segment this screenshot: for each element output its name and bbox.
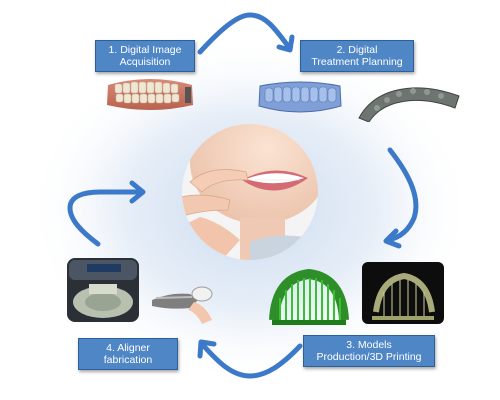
step-2-box: 2. Digital Treatment Planning [300,40,414,72]
step-4-line1: 4. Aligner [106,341,150,354]
step-4-box: 4. Aligner fabrication [78,338,178,370]
center-smile-image [182,124,318,260]
green-printed-arch-image [269,268,349,325]
step-3-line2: Production/3D Printing [316,351,422,363]
step-3-box: 3. Models Production/3D Printing [303,335,435,367]
step-2-line2: Treatment Planning [311,56,403,68]
blue-digital-model-image [258,81,342,113]
thermoforming-machine-image [67,258,139,322]
arrow-3-to-4 [197,339,303,379]
step-4-line2: fabrication [103,354,153,366]
printed-model-dark-image [362,262,444,324]
step-2-line1: 2. Digital [336,43,378,56]
step-1-line1: 1. Digital Image [108,43,182,56]
arrow-2-to-3 [383,147,419,249]
arrow-1-to-2 [197,12,295,55]
step-1-line2: Acquisition [119,56,171,68]
arrow-4-to-1 [67,180,146,247]
hand-aligner-image [152,286,213,324]
step-1-box: 1. Digital Image Acquisition [95,40,195,72]
gray-digital-model-image [358,87,460,122]
intraoral-scan-image [107,79,193,110]
step-3-line1: 3. Models [346,338,392,351]
